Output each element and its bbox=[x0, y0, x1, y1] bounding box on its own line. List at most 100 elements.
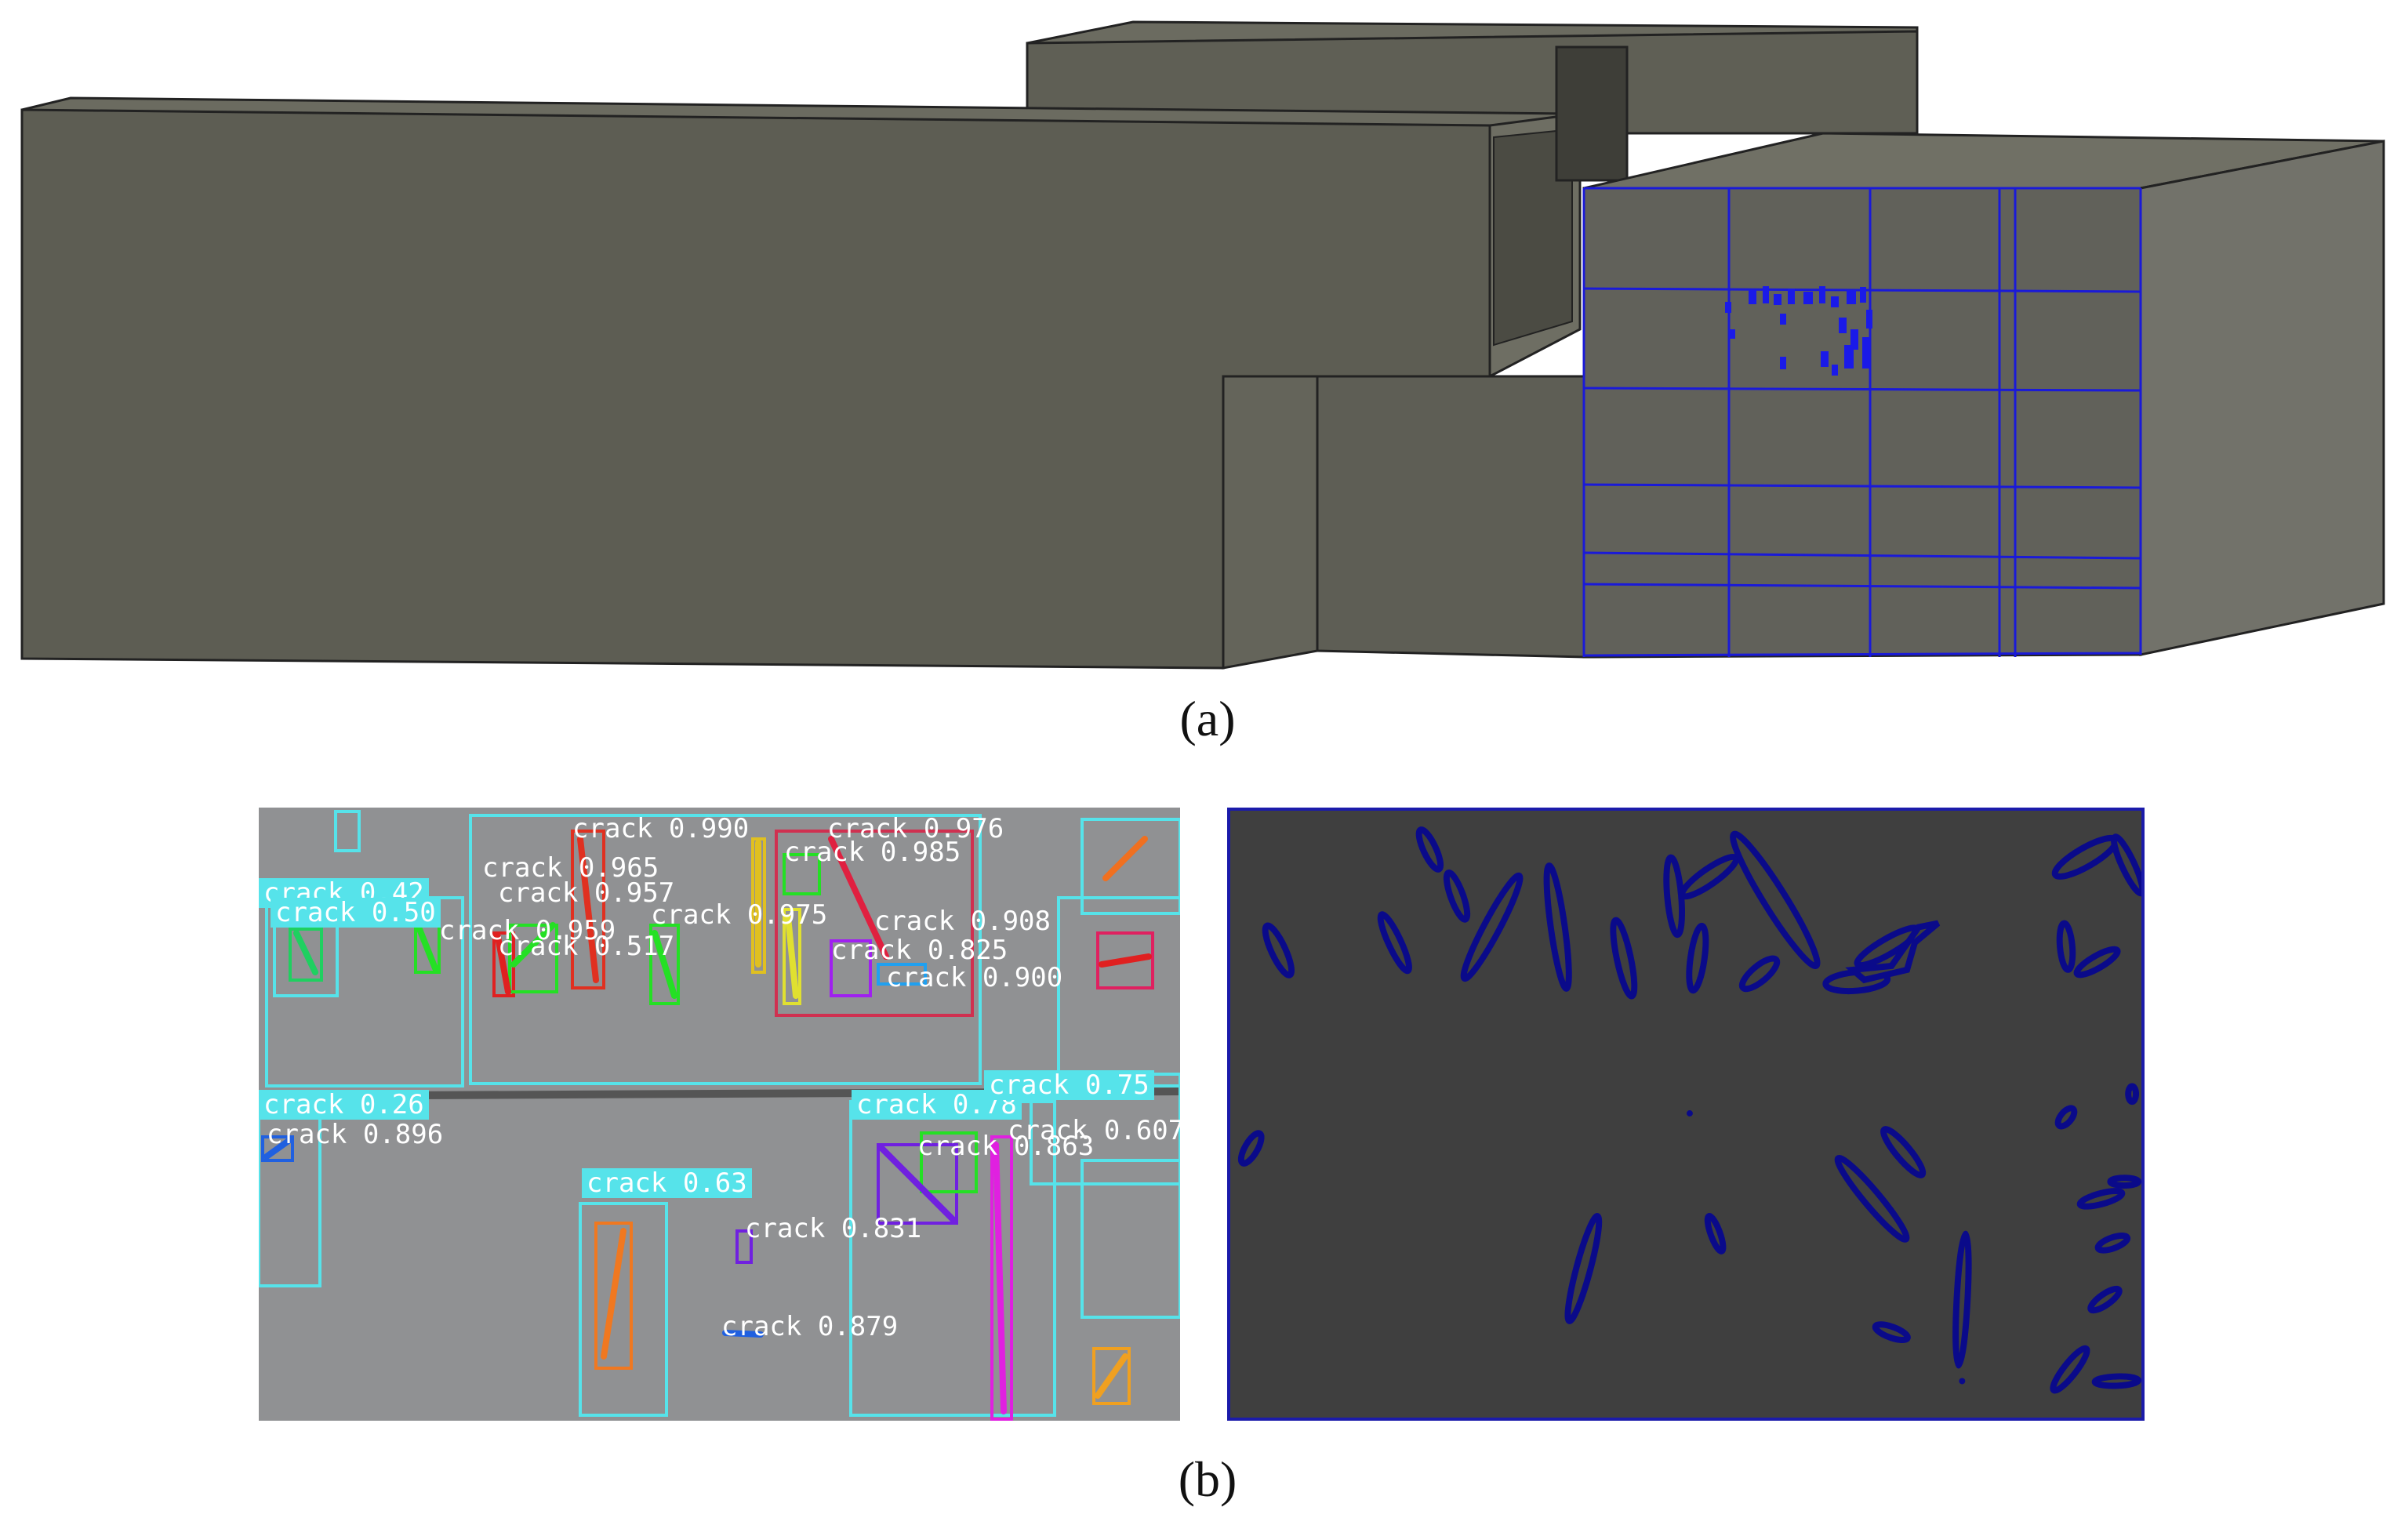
crack-line bbox=[879, 1146, 956, 1222]
crack-mask bbox=[1872, 1321, 1911, 1343]
crack-box bbox=[1081, 1159, 1180, 1319]
crack-box bbox=[783, 908, 801, 1005]
crack-box bbox=[334, 810, 361, 852]
crack-mask bbox=[1730, 830, 1821, 970]
detection-label: crack 0.957 bbox=[498, 877, 675, 909]
crack-mask bbox=[1704, 1213, 1727, 1254]
crack-line bbox=[1099, 953, 1152, 968]
crack-mask bbox=[1738, 955, 1781, 993]
detection-label: crack 0.831 bbox=[745, 1213, 922, 1244]
crack-mask bbox=[1679, 853, 1740, 900]
inspection-grid bbox=[1582, 187, 2142, 657]
right-block-side bbox=[2139, 140, 2385, 656]
detection-label: crack 0.825 bbox=[831, 935, 1008, 966]
segmentation-mask bbox=[1227, 808, 2145, 1421]
crack-line bbox=[601, 1228, 627, 1360]
crack-mask bbox=[2050, 1345, 2090, 1394]
crack-box bbox=[990, 1135, 1013, 1421]
crack-line bbox=[1102, 836, 1148, 881]
crack-mask bbox=[1564, 1213, 1603, 1324]
crack-box bbox=[508, 924, 558, 993]
crack-mask bbox=[2094, 1232, 2131, 1254]
crack-box bbox=[783, 853, 821, 895]
middle-block-face bbox=[1222, 375, 1319, 670]
crack-mask bbox=[1443, 870, 1471, 923]
crack-mask bbox=[1415, 826, 1444, 873]
crack-mask bbox=[2073, 946, 2121, 979]
crack-line bbox=[293, 930, 318, 975]
crack-line bbox=[577, 836, 599, 983]
crack-mask bbox=[1880, 1126, 1927, 1178]
crack-mask bbox=[2125, 1083, 2140, 1106]
detection-label: crack 0.959 bbox=[439, 915, 616, 946]
crack-box bbox=[579, 1202, 668, 1417]
crack-box bbox=[877, 963, 927, 986]
projected-cracks bbox=[1725, 286, 1872, 376]
crack-box bbox=[469, 814, 982, 1085]
crack-mask bbox=[1845, 920, 1941, 984]
detection-tag: crack 0.63 bbox=[582, 1168, 752, 1198]
crack-mask bbox=[1610, 917, 1638, 1000]
crack-mask bbox=[1952, 1230, 1972, 1369]
detection-label: crack 0.976 bbox=[827, 813, 1004, 844]
crack-mask bbox=[2087, 1285, 2123, 1314]
crack-mask bbox=[2091, 1373, 2141, 1389]
crack-mask bbox=[2054, 1105, 2078, 1130]
crack-box bbox=[735, 1229, 753, 1264]
detection-label: crack 0.607 bbox=[1008, 1115, 1180, 1146]
crack-box bbox=[830, 939, 872, 997]
crack-box bbox=[649, 924, 680, 1005]
detection-label: crack 0.900 bbox=[886, 962, 1063, 993]
crack-mask bbox=[1460, 872, 1524, 982]
crack-box bbox=[1092, 1347, 1131, 1405]
back-block-face bbox=[1026, 30, 1919, 135]
crack-box bbox=[920, 1131, 978, 1193]
crack-box bbox=[1096, 931, 1154, 989]
crack-box bbox=[775, 830, 974, 1017]
detection-tag: crack 0.26 bbox=[259, 1090, 429, 1120]
crack-line bbox=[828, 836, 889, 960]
crack-line bbox=[416, 926, 438, 971]
crack-mask bbox=[2111, 833, 2141, 897]
crack-mask bbox=[1686, 922, 1709, 994]
crack-mask bbox=[2056, 920, 2076, 973]
crack-line bbox=[495, 934, 511, 995]
middle-block-right bbox=[1316, 375, 1585, 659]
dark-shaft bbox=[1555, 45, 1629, 182]
crack-dot bbox=[1686, 1110, 1693, 1117]
crack-box bbox=[289, 928, 323, 982]
crack-line bbox=[993, 1142, 1007, 1414]
detection-label: crack 0.990 bbox=[572, 813, 750, 844]
crack-box bbox=[261, 1135, 294, 1162]
detection-label: crack 0.863 bbox=[917, 1131, 1095, 1162]
crack-line bbox=[722, 1330, 764, 1338]
crack-mask bbox=[1543, 862, 1572, 992]
crack-mask bbox=[1262, 922, 1295, 979]
crack-dot bbox=[1959, 1378, 1966, 1385]
detection-label: crack 0.517 bbox=[498, 931, 675, 962]
crack-box bbox=[751, 837, 766, 974]
detection-label: crack 0.965 bbox=[482, 852, 659, 884]
crack-box bbox=[877, 1143, 958, 1225]
crack-line bbox=[510, 922, 556, 968]
building-3d-model bbox=[20, 20, 2385, 670]
detection-label: crack 0.975 bbox=[651, 899, 828, 931]
crack-mask bbox=[2076, 1188, 2126, 1210]
window-recess bbox=[1493, 128, 1573, 347]
caption-a: (a) bbox=[1179, 691, 1236, 746]
detection-tag: crack 0.75 bbox=[984, 1070, 1154, 1100]
crack-line bbox=[1095, 1353, 1128, 1399]
crack-line bbox=[263, 1138, 292, 1160]
crack-mask bbox=[1237, 1130, 1265, 1167]
crack-mask bbox=[1834, 1154, 1910, 1243]
caption-b: (b) bbox=[1178, 1451, 1237, 1507]
crack-line bbox=[652, 930, 677, 999]
crack-box bbox=[1081, 818, 1180, 915]
detection-label: crack 0.985 bbox=[784, 837, 961, 868]
detection-image: crack 0.990 crack 0.976 crack 0.985 crac… bbox=[259, 808, 1180, 1421]
detection-label: crack 0.896 bbox=[267, 1119, 444, 1150]
detection-label: crack 0.879 bbox=[721, 1311, 899, 1342]
crack-box bbox=[571, 830, 605, 989]
crack-mask bbox=[1377, 911, 1413, 975]
crack-mask bbox=[2107, 1175, 2141, 1189]
